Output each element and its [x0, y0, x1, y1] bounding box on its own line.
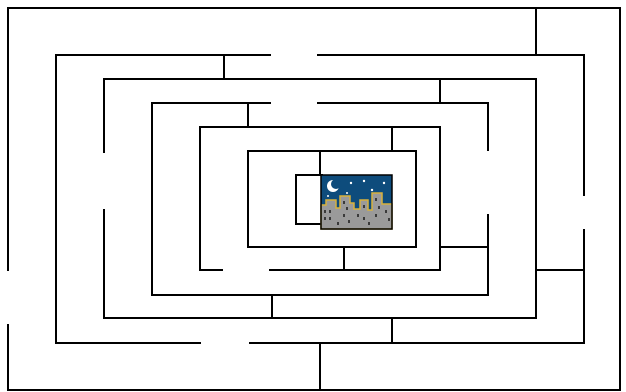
goal-night-city	[321, 175, 392, 229]
